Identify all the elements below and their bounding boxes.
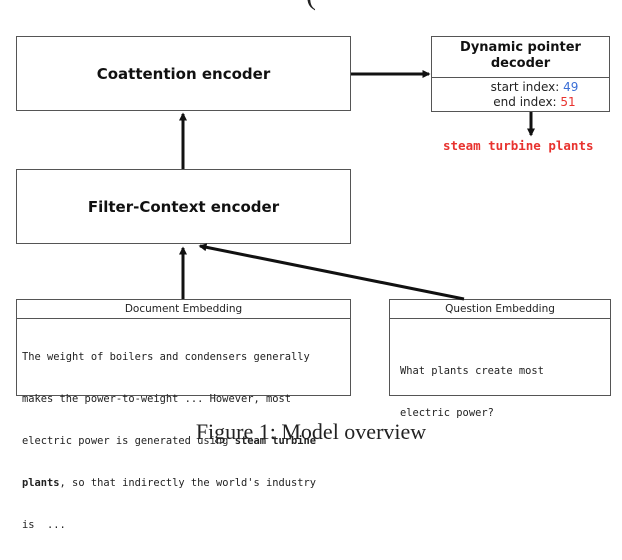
coattention-encoder-label: Coattention encoder <box>96 65 271 83</box>
header-fragment: ( <box>0 0 622 12</box>
document-embedding-title: Document Embedding <box>124 303 243 315</box>
document-line-text: , so that indirectly the world's industr… <box>59 477 317 489</box>
decoder-title-line1: Dynamic pointer <box>460 40 581 55</box>
figure-caption: Figure 1: Model overview <box>195 419 427 444</box>
start-index-row: start index: 49 <box>432 80 609 94</box>
decoder-title-line2: decoder <box>490 56 551 71</box>
filter-context-encoder-box: Filter-Context encoder <box>16 169 351 244</box>
start-index-label: start index: <box>490 80 564 94</box>
end-index-label: end index: <box>493 95 561 109</box>
coattention-encoder-box: Coattention encoder <box>16 36 351 111</box>
dynamic-pointer-decoder-box: Dynamic pointer decoder start index: 49 … <box>431 36 610 112</box>
document-embedding-divider <box>17 318 350 319</box>
end-index-value: 51 <box>560 95 576 109</box>
question-line: electric power? <box>400 407 494 419</box>
decoder-title: Dynamic pointer decoder <box>432 40 609 72</box>
decoder-divider <box>432 77 609 78</box>
arrow-question-to-filter <box>198 243 465 301</box>
question-embedding-box: Question Embedding What plants create mo… <box>389 299 611 419</box>
answer-span: steam turbine plants <box>443 138 594 153</box>
document-line: makes the power-to-weight ... However, m… <box>22 393 291 405</box>
document-line: is ... <box>22 519 66 531</box>
question-embedding-title: Question Embedding <box>445 303 555 315</box>
document-line: The weight of boilers and condensers gen… <box>22 351 310 363</box>
end-index-row: end index: 51 <box>432 95 609 109</box>
question-embedding-divider <box>390 318 610 319</box>
start-index-value: 49 <box>563 80 579 94</box>
document-highlight: plants <box>22 477 60 489</box>
document-line: plants, so that indirectly the world's i… <box>22 476 316 490</box>
question-line: What plants create most <box>400 365 544 377</box>
question-embedding-text: What plants create most electric power? <box>400 336 544 448</box>
filter-context-encoder-label: Filter-Context encoder <box>87 198 280 216</box>
arrows-layer <box>179 70 535 301</box>
